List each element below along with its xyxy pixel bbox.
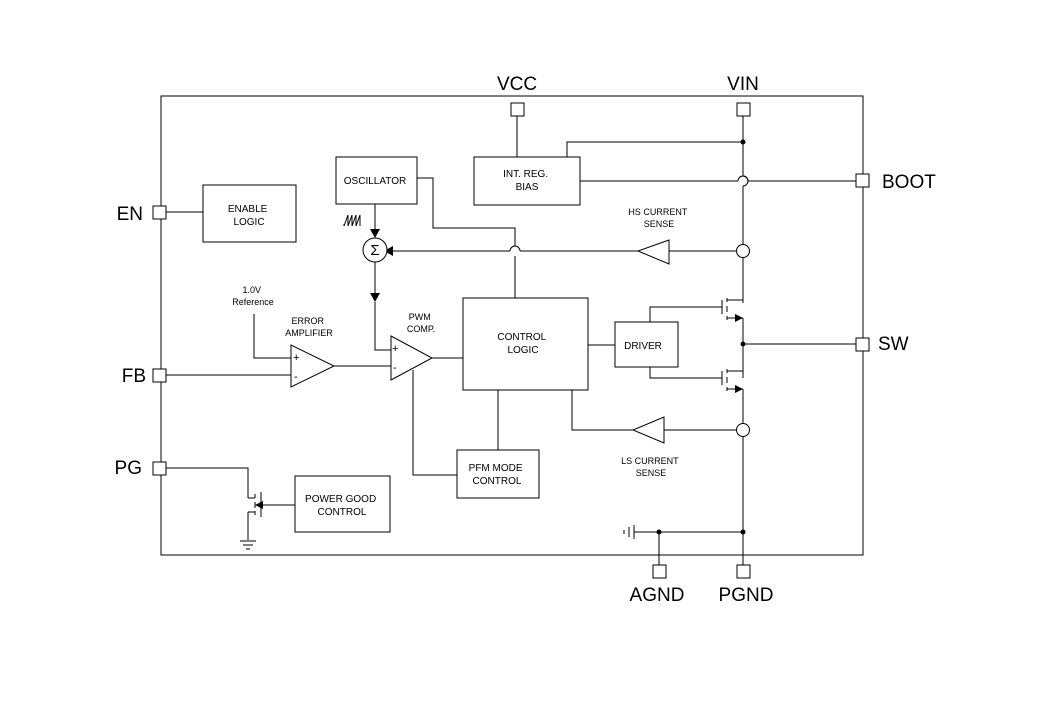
ls-sense-node [736, 423, 750, 437]
enable-logic-block [202, 184, 297, 243]
pwm-minus: - [393, 362, 397, 374]
pin-pg [152, 461, 167, 476]
int-reg-bias-label: INT. REG. BIAS [503, 169, 551, 193]
pin-agnd [652, 564, 667, 579]
ramp-icon [343, 214, 361, 227]
pwm-comparator [390, 335, 434, 381]
pin-sw [855, 337, 870, 352]
hs-sense-node [736, 244, 750, 258]
ground-icon-pg [240, 540, 256, 550]
driver-label: DRIVER [624, 341, 662, 352]
hs-current-sense-label: HS CURRENT SENSE [628, 207, 689, 229]
pin-label-agnd: AGND [630, 585, 685, 606]
power-good-control-block [294, 475, 391, 533]
reference-label: 1.0V Reference [232, 285, 274, 307]
ground-icon-agnd [623, 525, 635, 539]
pin-vcc [510, 102, 525, 117]
error-amplifier [290, 344, 336, 388]
control-logic-label: CONTROL LOGIC [497, 332, 548, 356]
pin-label-pg: PG [115, 458, 142, 479]
ea-minus: - [294, 371, 298, 383]
ic-outline [160, 95, 864, 556]
sum-symbol: Σ [370, 242, 379, 259]
pin-label-fb: FB [122, 366, 146, 387]
oscillator-label: OSCILLATOR [344, 176, 406, 187]
pfm-mode-control-label: PFM MODE CONTROL [469, 463, 526, 487]
power-good-control-label: POWER GOOD CONTROL [305, 494, 379, 518]
error-amplifier-label: ERROR AMPLIFIER [285, 316, 333, 338]
pwm-comp-label: PWM COMP. [407, 312, 435, 334]
pin-vin [736, 102, 751, 117]
control-logic-block [462, 297, 589, 391]
driver-block [614, 321, 679, 368]
pin-label-boot: BOOT [882, 172, 936, 193]
pin-fb [152, 368, 167, 383]
oscillator-block [335, 156, 418, 205]
pin-label-en: EN [117, 204, 143, 225]
pin-en [152, 205, 167, 220]
ls-current-sense-buffer [631, 416, 665, 444]
pin-label-vin: VIN [727, 74, 759, 95]
pin-label-pgnd: PGND [719, 585, 774, 606]
hs-current-sense-buffer [636, 239, 670, 265]
pin-label-sw: SW [878, 334, 909, 355]
ea-plus: + [293, 352, 299, 364]
int-reg-bias-block [473, 156, 581, 206]
pin-pgnd [736, 564, 751, 579]
pin-label-vcc: VCC [497, 74, 537, 95]
pwm-plus: + [392, 343, 398, 355]
pin-boot [855, 173, 870, 188]
enable-logic-label: ENABLE LOGIC [228, 204, 270, 228]
pfm-mode-control-block [456, 449, 540, 499]
ls-current-sense-label: LS CURRENT SENSE [621, 456, 681, 478]
